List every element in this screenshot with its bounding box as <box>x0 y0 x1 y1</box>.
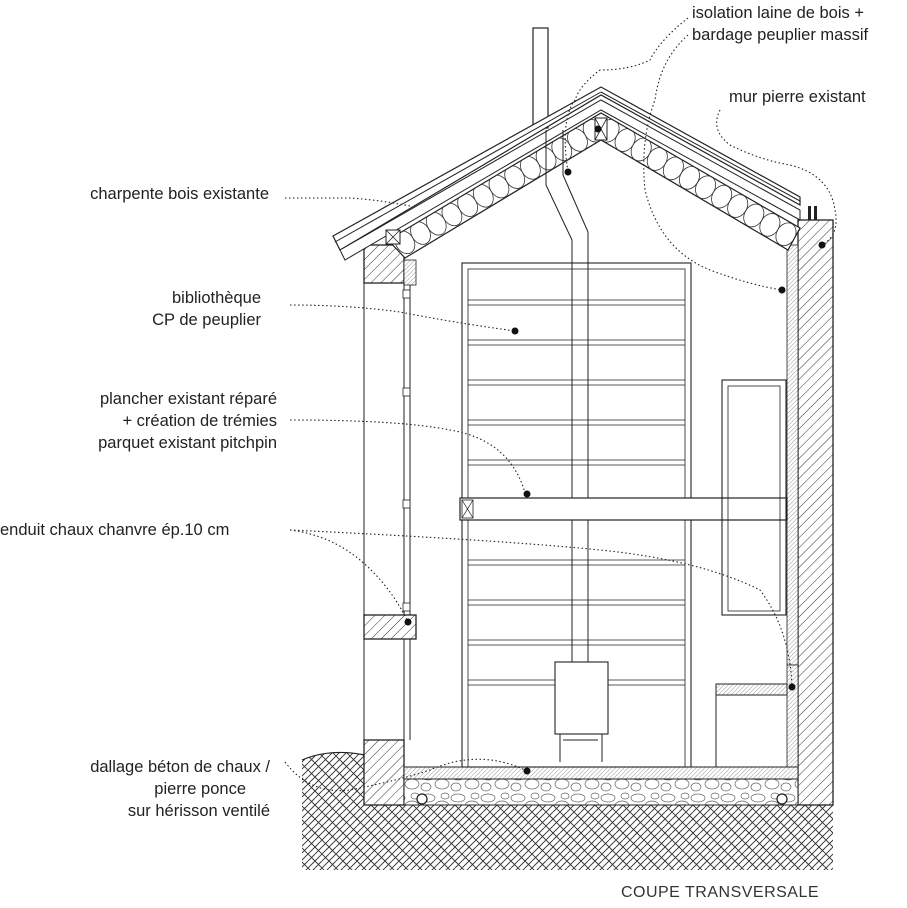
label-dallage: dallage béton de chaux / pierre ponce su… <box>90 756 270 822</box>
label-dallage-line3: sur hérisson ventilé <box>127 802 270 820</box>
label-isolation-line1: isolation laine de bois + <box>692 4 864 22</box>
label-charpente-line1: charpente bois existante <box>90 185 269 203</box>
label-bibliotheque: bibliothèque CP de peuplier <box>152 287 261 331</box>
label-mur-line1: mur pierre existant <box>729 88 866 106</box>
right-stone-wall <box>786 206 834 806</box>
left-wall <box>363 244 417 806</box>
label-plancher-line2: + création de trémies <box>122 412 277 430</box>
label-enduit-line1: enduit chaux chanvre ép.10 cm <box>0 521 230 539</box>
chimney <box>532 27 549 129</box>
label-bibliotheque-line2: CP de peuplier <box>152 311 261 329</box>
label-mur-pierre: mur pierre existant <box>729 86 866 108</box>
leader-lines <box>284 17 837 792</box>
label-plancher-line1: plancher existant réparé <box>99 390 277 408</box>
label-isolation: isolation laine de bois + bardage peupli… <box>692 2 868 46</box>
ground-hatch <box>301 751 833 870</box>
floor-slab <box>403 766 799 806</box>
label-isolation-line2: bardage peuplier massif <box>692 26 869 44</box>
bookshelf <box>459 130 788 768</box>
label-plancher-line3: parquet existant pitchpin <box>98 434 277 452</box>
label-plancher: plancher existant réparé + création de t… <box>98 388 277 454</box>
label-charpente: charpente bois existante <box>90 183 269 205</box>
label-dallage-line2: pierre ponce <box>154 780 246 798</box>
label-enduit: enduit chaux chanvre ép.10 cm <box>0 519 229 541</box>
leader-bullets <box>404 125 826 775</box>
label-dallage-line1: dallage béton de chaux / <box>90 758 270 776</box>
label-bibliotheque-line1: bibliothèque <box>172 289 261 307</box>
drawing-title: COUPE TRANSVERSALE <box>620 884 820 901</box>
